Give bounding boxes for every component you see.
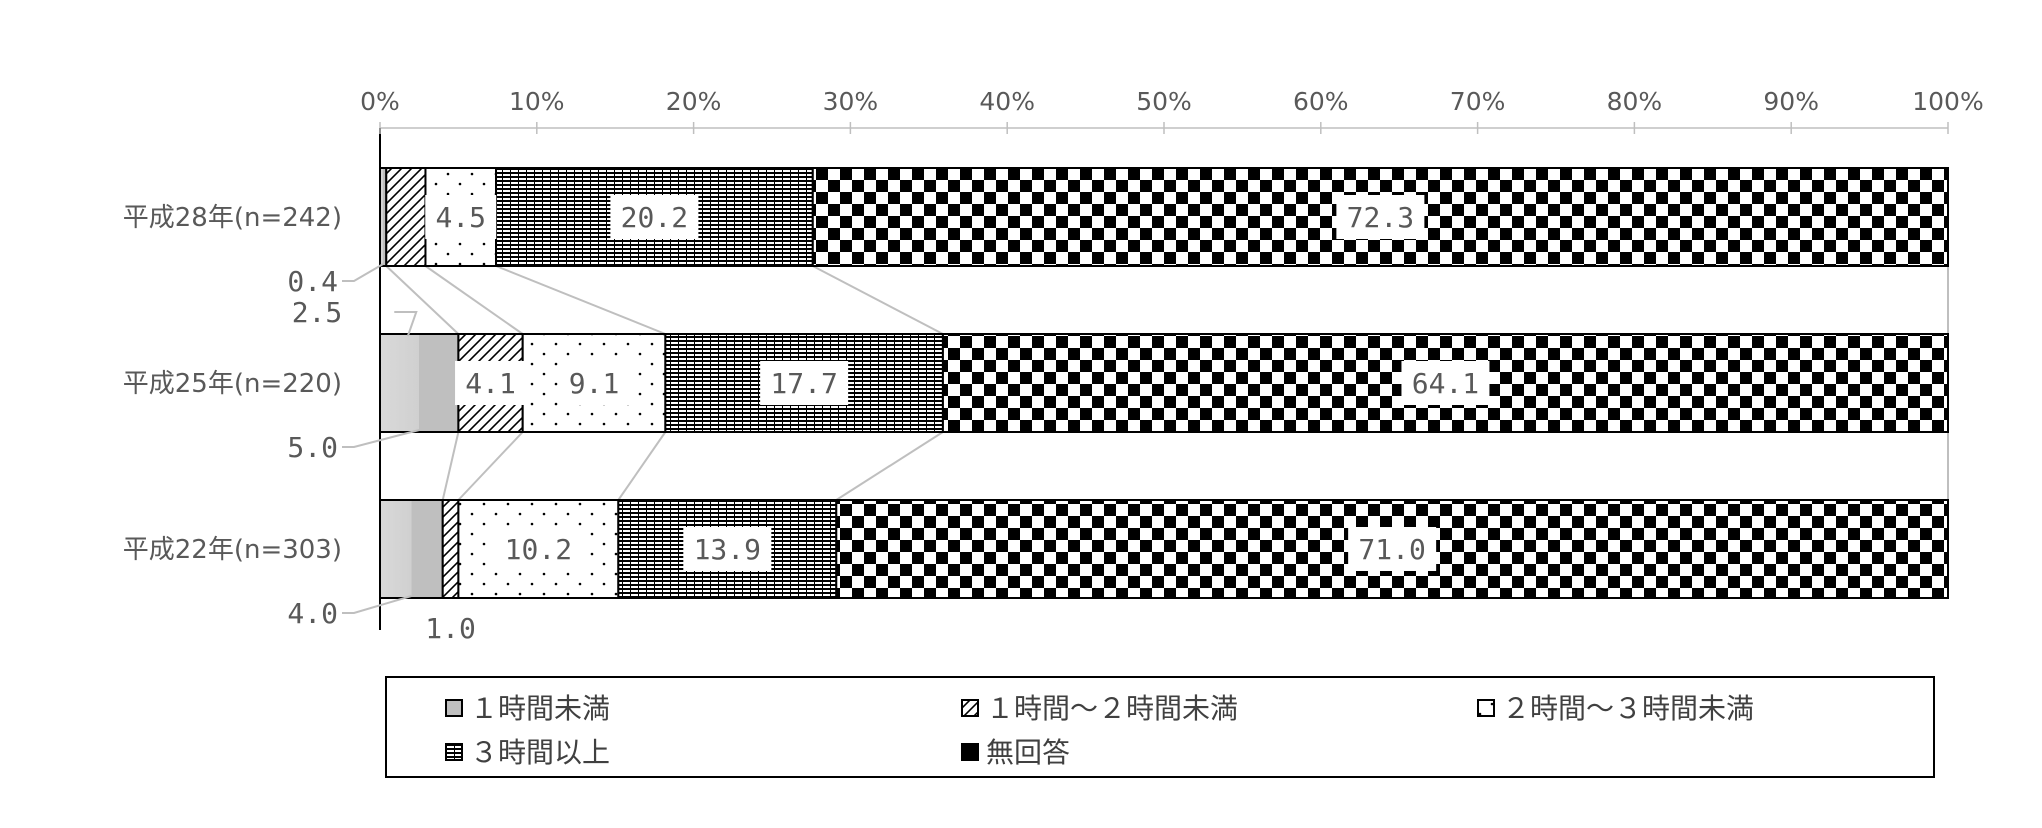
legend-label: 無回答 xyxy=(986,736,1070,769)
x-tick-label: 10% xyxy=(509,87,565,116)
x-tick-label: 60% xyxy=(1293,87,1349,116)
data-label: 20.2 xyxy=(621,201,688,234)
data-label: 0.4 xyxy=(287,265,338,298)
data-label: 1.0 xyxy=(425,612,476,645)
data-label: 10.2 xyxy=(505,533,572,566)
data-label-background xyxy=(683,527,772,571)
data-label-background xyxy=(1401,361,1490,405)
category-label: 平成25年(n=220) xyxy=(123,369,342,399)
data-label: 2.5 xyxy=(292,296,343,329)
data-label-background xyxy=(425,195,497,239)
data-label: 71.0 xyxy=(1358,533,1425,566)
connector-line xyxy=(495,265,666,335)
legend-swatch xyxy=(445,743,463,761)
legend-label: １時間未満 xyxy=(470,692,610,725)
data-label-background xyxy=(610,195,699,239)
plot-area: 0% 10% 20% 30% 40% 50% 60% 70% 80% 90% 100% 平成28年(… xyxy=(123,87,1984,645)
x-tick-label: 20% xyxy=(666,87,722,116)
data-label-background xyxy=(494,527,583,571)
bar-segment xyxy=(385,167,427,267)
connector-line xyxy=(812,265,944,335)
legend-swatch xyxy=(961,699,979,717)
connector-line xyxy=(835,431,944,501)
x-tick-label: 70% xyxy=(1450,87,1506,116)
series-connector-lines xyxy=(385,265,1949,501)
connector-line xyxy=(385,265,460,335)
legend-box xyxy=(385,676,1935,778)
x-tick-label: 80% xyxy=(1607,87,1663,116)
legend-label: ３時間以上 xyxy=(470,736,610,769)
category-label: 平成28年(n=242) xyxy=(123,203,342,233)
leader-line xyxy=(342,595,412,614)
x-tick-label: 100% xyxy=(1912,87,1983,116)
data-label: 13.9 xyxy=(694,533,761,566)
data-label-background xyxy=(455,361,527,405)
x-axis: 0% 10% 20% 30% 40% 50% 60% 70% 80% 90% 100% xyxy=(360,87,1984,630)
x-tick-label: 30% xyxy=(823,87,879,116)
x-tick-label: 90% xyxy=(1763,87,1819,116)
data-label-background xyxy=(1336,195,1425,239)
bar-segment xyxy=(441,499,460,599)
connector-line xyxy=(457,431,524,501)
x-tick-label: 50% xyxy=(1136,87,1192,116)
legend-swatch xyxy=(961,743,979,761)
data-labels: 0.42.5 4.5 20.2 72.3 5.0 4.1 9.1 17.7 64.1 4.0 1.0… xyxy=(287,195,1490,645)
data-label: 4.5 xyxy=(435,201,486,234)
data-label-background xyxy=(760,361,849,405)
data-label: 9.1 xyxy=(569,367,620,400)
data-label: 5.0 xyxy=(287,431,338,464)
connector-line xyxy=(617,431,667,501)
category-labels: 平成28年(n=242) 平成25年(n=220) 平成22年(n=303) xyxy=(123,203,342,565)
bar-segment xyxy=(379,333,460,433)
data-label: 4.1 xyxy=(465,367,516,400)
x-tick-label: 40% xyxy=(979,87,1035,116)
data-label: 64.1 xyxy=(1412,367,1479,400)
legend-swatch xyxy=(445,699,463,717)
data-label: 72.3 xyxy=(1347,201,1414,234)
bar-segment xyxy=(379,499,444,599)
category-label: 平成22年(n=303) xyxy=(123,535,342,565)
x-tick-label: 0% xyxy=(360,87,400,116)
data-label: 4.0 xyxy=(287,597,338,630)
leader-line xyxy=(394,311,418,337)
connector-line xyxy=(424,265,524,335)
legend-swatch xyxy=(1477,699,1495,717)
data-label-background xyxy=(558,361,630,405)
data-label: 17.7 xyxy=(770,367,837,400)
legend: １時間未満 １時間～２時間未満 ２時間～３時間未満 ３時間以上 無回答 xyxy=(385,676,1935,778)
legend-label: １時間～２時間未満 xyxy=(986,692,1238,725)
data-label-background xyxy=(1348,527,1437,571)
legend-label: ２時間～３時間未満 xyxy=(1502,692,1754,725)
connector-line xyxy=(441,431,460,501)
leader-line xyxy=(342,263,384,282)
leader-line xyxy=(342,429,420,448)
